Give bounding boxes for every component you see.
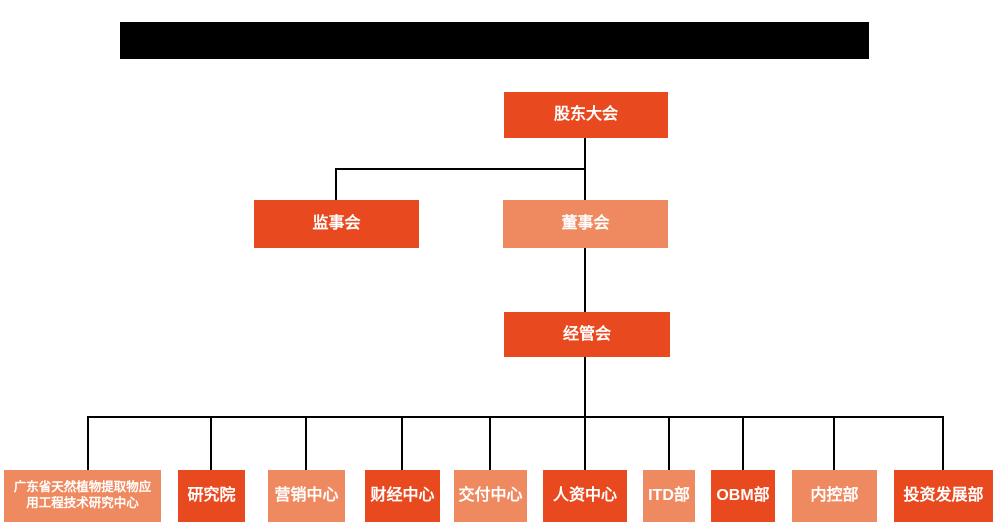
connector-level2-horizontal [335, 168, 586, 170]
connector-to-dept-itd [668, 417, 670, 470]
org-node-dept-guangdong-plant-extract-research-center: 广东省天然植物提取物应用工程技术研究中心 [4, 470, 161, 522]
org-node-supervisory-board: 监事会 [254, 200, 419, 248]
connector-management-down [584, 357, 586, 417]
connector-to-dept-obm [742, 417, 744, 470]
org-node-dept-obm: OBM部 [711, 470, 775, 522]
org-node-dept-research-institute: 研究院 [178, 470, 245, 522]
org-node-shareholders-meeting: 股东大会 [504, 92, 668, 138]
redacted-title-bar [120, 22, 869, 59]
connector-to-dept-research-center [87, 417, 89, 470]
connector-to-dept-delivery-center [489, 417, 491, 470]
org-node-management-committee: 经管会 [504, 312, 670, 357]
connector-to-dept-internal-control [833, 417, 835, 470]
org-node-dept-finance-center: 财经中心 [365, 470, 440, 522]
connector-to-supervisory-board [335, 168, 337, 200]
connector-to-dept-finance-center [401, 417, 403, 470]
connector-to-dept-research-institute [210, 417, 212, 470]
org-node-dept-itd: ITD部 [643, 470, 695, 522]
org-node-dept-hr-center: 人资中心 [543, 470, 627, 522]
connector-to-board-of-directors [584, 168, 586, 200]
connector-shareholders-down [584, 138, 586, 170]
connector-board-to-management [584, 248, 586, 312]
org-node-dept-investment-development: 投资发展部 [894, 470, 993, 522]
connector-departments-horizontal [87, 416, 944, 418]
org-node-dept-marketing-center: 营销中心 [268, 470, 345, 522]
connector-to-dept-investment-development [942, 417, 944, 470]
org-node-board-of-directors: 董事会 [503, 200, 668, 248]
connector-to-dept-hr-center [584, 417, 586, 470]
org-node-dept-delivery-center: 交付中心 [454, 470, 527, 522]
connector-to-dept-marketing-center [305, 417, 307, 470]
org-node-dept-internal-control: 内控部 [792, 470, 877, 522]
